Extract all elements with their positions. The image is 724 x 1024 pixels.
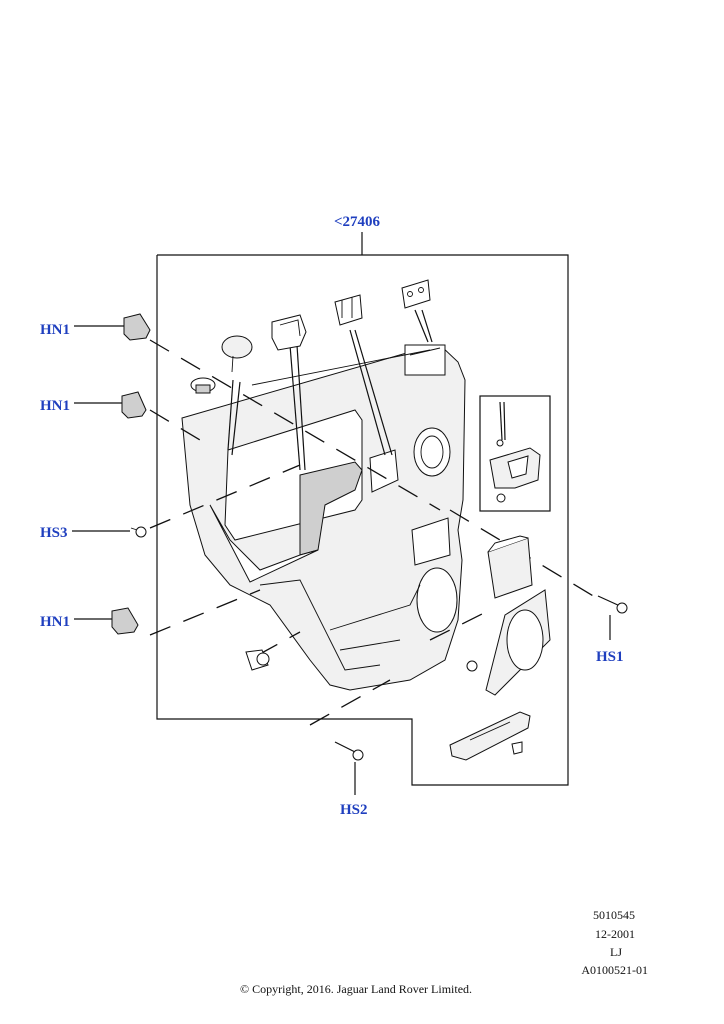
callout-hs1[interactable]: HS1 <box>596 649 624 665</box>
info-line-1: 5010545 <box>593 908 635 922</box>
callout-hs2[interactable]: HS2 <box>340 802 368 818</box>
callout-hn1-top[interactable]: HN1 <box>40 322 70 338</box>
callout-hn1-mid[interactable]: HN1 <box>40 398 70 414</box>
callout-hn1-low[interactable]: HN1 <box>40 614 70 630</box>
info-line-4: A0100521-01 <box>581 963 648 977</box>
info-line-2: 12-2001 <box>595 927 635 941</box>
loose-parts <box>449 535 551 761</box>
callout-assembly[interactable]: <27406 <box>334 214 381 230</box>
door-trim-panel <box>181 344 466 691</box>
leader-lines <box>227 309 433 471</box>
inset-handle-box <box>479 395 551 512</box>
copyright-text: © Copyright, 2016. Jaguar Land Rover Lim… <box>240 982 472 996</box>
callout-hs3[interactable]: HS3 <box>40 525 68 541</box>
fasteners <box>72 313 628 795</box>
assembly-frame <box>156 232 569 786</box>
info-line-3: LJ <box>610 945 622 959</box>
trim-clips <box>190 279 431 394</box>
